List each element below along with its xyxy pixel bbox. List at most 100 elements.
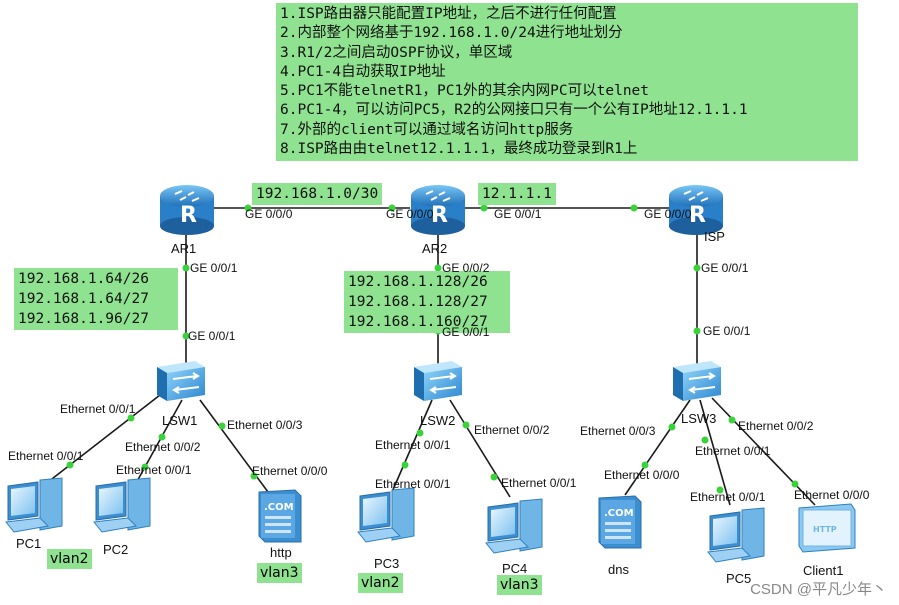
pc-pc5[interactable]: [706, 506, 768, 568]
ar2-subnets: 192.168.1.128/26 192.168.1.128/27 192.16…: [344, 271, 510, 333]
requirement-5: 5.PC1不能telnetR1，PC1外的其余内网PC可以telnet: [280, 83, 650, 100]
link-lsw2-pc4: [449, 399, 511, 498]
client-icon: HTTP: [798, 503, 856, 553]
pc-pc3[interactable]: [356, 486, 418, 548]
port-lsw2-g001: GE 0/0/1: [442, 325, 490, 339]
watermark: CSDN @平凡少年丶: [750, 581, 887, 598]
port-pc3-e1: Ethernet 0/0/1: [375, 477, 451, 491]
port-lsw1-e2: Ethernet 0/0/2: [125, 440, 201, 454]
link-lsw3-pc5: [699, 399, 731, 506]
link-lsw2-pc3: [391, 399, 433, 493]
ar1-subnet-3: 192.168.1.96/27: [18, 311, 149, 327]
client-client1[interactable]: HTTP: [795, 502, 857, 558]
router-ar2[interactable]: R: [409, 178, 467, 240]
pc1-label: PC1: [16, 536, 42, 551]
router-icon: R: [160, 185, 214, 235]
router-icon: R: [669, 185, 723, 235]
lsw3-label: LSW3: [681, 411, 717, 426]
ar1-label: AR1: [171, 241, 197, 256]
svg-text:R: R: [180, 203, 197, 228]
svg-text:R: R: [431, 203, 448, 228]
lsw2-label: LSW2: [420, 413, 456, 428]
server-http[interactable]: .COM: [255, 488, 305, 548]
router-ar1[interactable]: R: [158, 178, 216, 240]
ar1-subnets: 192.168.1.64/26 192.168.1.64/27 192.168.…: [14, 268, 178, 330]
switch-lsw1[interactable]: [155, 357, 207, 407]
requirement-3: 3.R1/2之间启动OSPF协议，单区域: [280, 44, 513, 61]
server-dns[interactable]: .COM: [595, 494, 645, 554]
isp-label: ISP: [704, 229, 725, 244]
port-lsw2-e1: Ethernet 0/0/1: [375, 438, 451, 452]
lsw1-label: LSW1: [162, 413, 198, 428]
pc5-label: PC5: [726, 571, 752, 586]
link-lsw1-pc2: [134, 399, 183, 486]
svg-text:.COM: .COM: [604, 508, 634, 519]
port-pc5-e1: Ethernet 0/0/1: [690, 490, 766, 504]
link-lsw1-http: [199, 399, 269, 493]
pc-pc2[interactable]: [92, 476, 154, 538]
pc-pc4[interactable]: [484, 497, 546, 559]
switch-icon: [673, 361, 721, 401]
server-icon: .COM: [258, 489, 302, 543]
r1-r2-network-label: 192.168.1.0/30: [252, 183, 383, 205]
requirements-box: 1.ISP路由器只能配置IP地址，之后不进行任何配置 2.内部整个网络基于192…: [276, 3, 858, 161]
port-http-e0: Ethernet 0/0/0: [252, 464, 328, 478]
port-isp-g001: GE 0/0/1: [701, 261, 749, 275]
pc2-label: PC2: [103, 542, 129, 557]
pc-icon: [357, 487, 415, 543]
svg-text:R: R: [689, 203, 706, 228]
ar2-subnet-1: 192.168.1.128/26: [348, 274, 488, 290]
svg-text:.COM: .COM: [264, 502, 294, 513]
switch-icon: [414, 361, 462, 401]
port-lsw3-e1: Ethernet 0/0/1: [695, 444, 771, 458]
switch-lsw2[interactable]: [412, 357, 464, 407]
requirement-1: 1.ISP路由器只能配置IP地址，之后不进行任何配置: [280, 6, 617, 22]
client1-label: Client1: [803, 563, 844, 578]
pc3-label: PC3: [374, 556, 400, 571]
ar2-label: AR2: [422, 241, 448, 256]
link-lsw1-pc1: [47, 394, 161, 483]
port-lsw2-e2: Ethernet 0/0/2: [474, 423, 550, 437]
port-lsw1-g001: GE 0/0/1: [188, 329, 236, 343]
requirement-6: 6.PC1-4，可以访问PC5，R2的公网接口只有一个公有IP地址12.1.1.…: [280, 102, 748, 119]
port-lsw3-g001: GE 0/0/1: [703, 324, 751, 338]
ar2-subnet-3: 192.168.1.160/27: [348, 314, 488, 330]
port-lsw1-e1: Ethernet 0/0/1: [60, 402, 136, 416]
pc4-label: PC4: [502, 561, 528, 576]
pc-icon: [93, 477, 151, 533]
http-label: http: [270, 545, 292, 560]
port-pc2-e1: Ethernet 0/0/1: [116, 463, 192, 477]
pc3-vlan-badge: vlan2: [358, 573, 403, 593]
pc-icon: [707, 507, 765, 563]
pc4-vlan-badge: vlan3: [497, 575, 542, 595]
port-lsw3-e3: Ethernet 0/0/3: [580, 424, 656, 438]
port-ar1-g001: GE 0/0/1: [190, 261, 238, 275]
switch-icon: [157, 361, 205, 401]
requirement-4: 4.PC1-4自动获取IP地址: [280, 63, 446, 80]
ar1-subnet-2: 192.168.1.64/27: [18, 291, 149, 307]
pc-pc1[interactable]: [4, 476, 66, 538]
port-ar2-g002: GE 0/0/2: [442, 261, 490, 275]
router-icon: R: [411, 185, 465, 235]
port-ar2-g000: GE 0/0/0: [386, 207, 434, 221]
switch-lsw3[interactable]: [671, 357, 723, 407]
requirement-7: 7.外部的client可以通过域名访问http服务: [280, 121, 574, 138]
pc-icon: [5, 477, 63, 533]
link-lsw3-client1: [711, 397, 816, 506]
port-pc1-e1: Ethernet 0/0/1: [8, 449, 84, 463]
requirement-8: 8.ISP路由由telnet12.1.1.1，最终成功登录到R1上: [280, 141, 638, 158]
port-ar2-g001: GE 0/0/1: [494, 207, 542, 221]
router-isp[interactable]: R: [667, 178, 725, 240]
port-client1-e0: Ethernet 0/0/0: [794, 488, 870, 502]
svg-text:HTTP: HTTP: [813, 525, 837, 534]
port-pc4-e1: Ethernet 0/0/1: [501, 476, 577, 490]
server-icon: .COM: [598, 495, 642, 549]
r2-isp-network-label: 12.1.1.1: [478, 183, 556, 205]
port-lsw3-e2: Ethernet 0/0/2: [738, 419, 814, 433]
port-isp-g000: GE 0/0/0: [644, 207, 692, 221]
port-ar1-g000: GE 0/0/0: [245, 207, 293, 221]
requirement-2: 2.内部整个网络基于192.168.1.0/24进行地址划分: [280, 25, 623, 42]
pc-icon: [485, 498, 543, 554]
